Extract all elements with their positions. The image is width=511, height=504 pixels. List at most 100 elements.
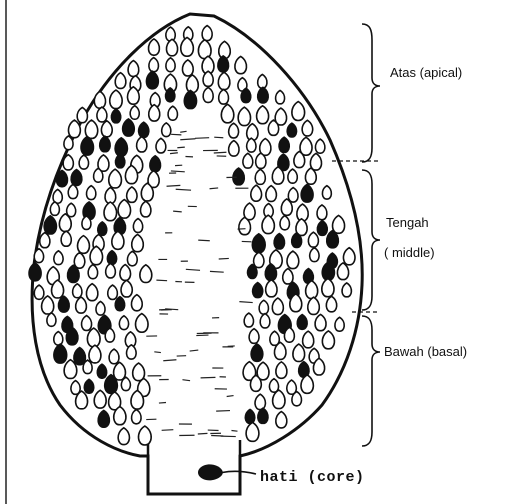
- core-streak: [210, 271, 224, 272]
- fruitlet-scale: [106, 263, 116, 277]
- fruitlet-scale: [287, 123, 296, 137]
- core-streak: [173, 211, 182, 212]
- fruitlet-scale: [266, 186, 277, 202]
- core-streak: [231, 431, 237, 432]
- fruitlet-scale: [303, 331, 314, 348]
- fruitlet-scale: [148, 39, 159, 55]
- fruitlet-scale: [260, 314, 270, 328]
- fruitlet-scale: [297, 315, 307, 330]
- fruitlet-scale: [288, 188, 298, 202]
- fruitlet-scale: [274, 342, 286, 359]
- core-streak: [162, 430, 174, 431]
- fruitlet-scale: [109, 349, 119, 364]
- fruitlet-scale: [118, 200, 130, 219]
- fruitlet-scale: [276, 90, 285, 103]
- fruitlet-scale: [268, 120, 278, 135]
- fruitlet-scale: [115, 138, 127, 156]
- fruitlet-scale: [54, 344, 67, 363]
- fruitlet-scale: [272, 167, 284, 184]
- fruitlet-scale: [287, 251, 299, 268]
- label-middle-sub: ( middle): [384, 246, 435, 259]
- fruitlet-scale: [120, 265, 131, 281]
- fruitlet-scale: [139, 122, 149, 137]
- fruitlet-scale: [105, 328, 114, 342]
- fruitlet-scale: [94, 390, 106, 408]
- fruitlet-scale: [114, 407, 126, 425]
- fruitlet-scale: [110, 90, 122, 108]
- fruitlet-scale: [71, 170, 82, 186]
- fruitlet-scale: [47, 313, 56, 326]
- fruitlet-scale: [98, 222, 107, 235]
- fruitlet-scale: [68, 120, 80, 138]
- fruitlet-scale: [276, 412, 287, 428]
- fruitlet-scale: [121, 377, 130, 390]
- fruitlet-scale: [305, 168, 316, 184]
- fruitlet-scale: [342, 283, 351, 297]
- fruitlet-scale: [149, 105, 160, 121]
- fruitlet-scale: [58, 296, 69, 312]
- fruitlet-scale: [241, 88, 251, 102]
- fruitlet-scale: [76, 391, 88, 409]
- fruitlet-scale: [259, 300, 268, 314]
- fruitlet-scale: [162, 123, 171, 137]
- core-streak: [198, 433, 208, 434]
- fruitlet-scale: [221, 104, 233, 123]
- fruitlet-scale: [42, 296, 54, 314]
- fruitlet-scale: [82, 216, 91, 229]
- fruitlet-scale: [250, 375, 261, 391]
- fruitlet-scale: [288, 169, 297, 183]
- fruitlet-scale: [243, 153, 253, 168]
- fruitlet-scale: [166, 27, 175, 41]
- fruitlet-scale: [181, 37, 194, 56]
- fruitlet-scale: [140, 201, 150, 217]
- core-streak: [156, 280, 167, 281]
- fruitlet-scale: [284, 327, 294, 342]
- fruitlet-scale: [76, 297, 87, 313]
- fruitlet-scale: [280, 216, 289, 230]
- core-streak: [214, 137, 223, 138]
- fruitlet-scale: [104, 202, 117, 221]
- fruitlet-scale: [293, 344, 305, 361]
- fruitlet-scale: [238, 107, 250, 125]
- fruitlet-scale: [166, 58, 175, 72]
- fruitlet-scale: [61, 231, 71, 246]
- fruitlet-scale: [166, 88, 175, 102]
- fruitlet-scale: [283, 269, 293, 284]
- fruitlet-scale: [111, 109, 120, 123]
- fruitlet-scale: [130, 106, 139, 120]
- fruitlet-scale: [67, 203, 76, 216]
- label-middle-title: Tengah: [386, 216, 429, 229]
- fruitlet-scale: [125, 165, 137, 183]
- core-streak: [198, 240, 210, 241]
- fruitlet-scale: [337, 263, 348, 280]
- fruitlet-scale: [310, 153, 321, 170]
- fruitlet-scale: [249, 329, 259, 344]
- fruitlet-scale: [322, 279, 334, 297]
- label-core: hati (core): [260, 470, 365, 485]
- fruitlet-scale: [229, 141, 239, 157]
- fruitlet-scale: [34, 285, 44, 299]
- fruitlet-scale: [301, 184, 313, 202]
- bracket-apical: [362, 24, 380, 162]
- fruitlet-scale: [322, 186, 331, 199]
- fruitlet-scale: [29, 263, 41, 281]
- fruitlet-scale: [254, 252, 264, 267]
- fruitlet-scale: [40, 233, 50, 248]
- fruitlet-scale: [292, 233, 302, 248]
- core-streak: [177, 147, 184, 148]
- fruitlet-scale: [137, 137, 147, 152]
- fruitlet-scale: [262, 215, 274, 233]
- fruitlet-scale: [54, 251, 63, 265]
- fruitlet-scale: [308, 297, 320, 314]
- fruitlet-scale: [247, 138, 256, 152]
- fruitlet-scale: [132, 234, 144, 251]
- fruitlet-scale: [136, 314, 149, 333]
- fruitlet-scale: [246, 422, 259, 441]
- fruitlet-scale: [52, 280, 64, 298]
- fruitlet-scale: [74, 253, 85, 269]
- core-streak: [171, 134, 181, 135]
- fruitlet-scale: [127, 87, 139, 104]
- fruitlet-scale: [57, 170, 68, 186]
- fruitlet-scale: [127, 345, 137, 359]
- fruitlet-scale: [83, 360, 92, 374]
